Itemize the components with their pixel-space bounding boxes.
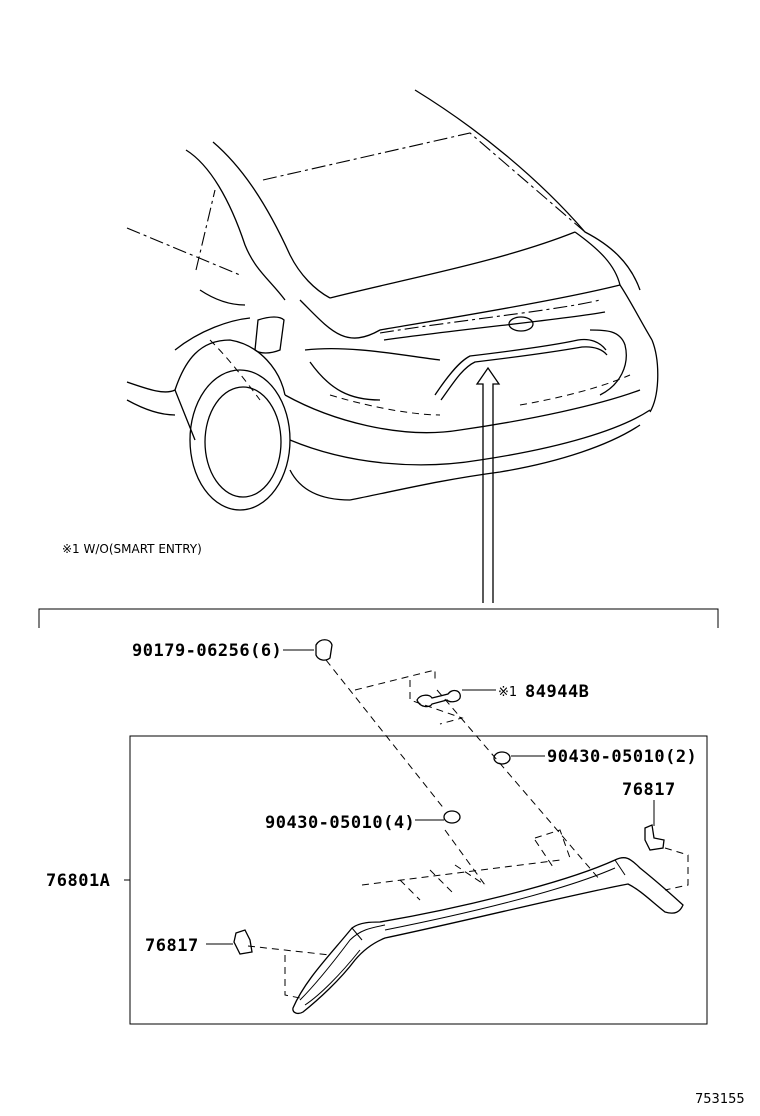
label-84944: 84944B bbox=[525, 682, 589, 702]
note-text: ※1 W/O(SMART ENTRY) bbox=[62, 542, 202, 556]
assembly-box bbox=[129, 735, 708, 1025]
nut-90430-4-part bbox=[415, 810, 461, 824]
label-90430-2: 90430-05010(2) bbox=[547, 747, 697, 767]
car-rear-illustration bbox=[126, 89, 659, 511]
clip-76817-right-part bbox=[644, 800, 665, 851]
figure-id: 753155 bbox=[695, 1092, 745, 1107]
label-76817-left: 76817 bbox=[145, 936, 199, 956]
assembly-guide-lines bbox=[247, 659, 689, 999]
bracket-84944-part bbox=[416, 689, 496, 708]
label-76817-right: 76817 bbox=[622, 780, 676, 800]
label-90430-4: 90430-05010(4) bbox=[265, 813, 415, 833]
label-76801: 76801A bbox=[46, 871, 110, 891]
clip-76817-left-part bbox=[206, 929, 253, 955]
label-90179: 90179-06256(6) bbox=[132, 641, 282, 661]
nut-90430-2-part bbox=[493, 751, 545, 765]
detail-bracket bbox=[38, 608, 719, 628]
callout-arrow bbox=[475, 366, 501, 603]
label-84944-prefix: ※1 bbox=[498, 685, 517, 700]
clip-90179-part bbox=[283, 639, 333, 661]
garnish-76801-part bbox=[292, 857, 684, 1015]
